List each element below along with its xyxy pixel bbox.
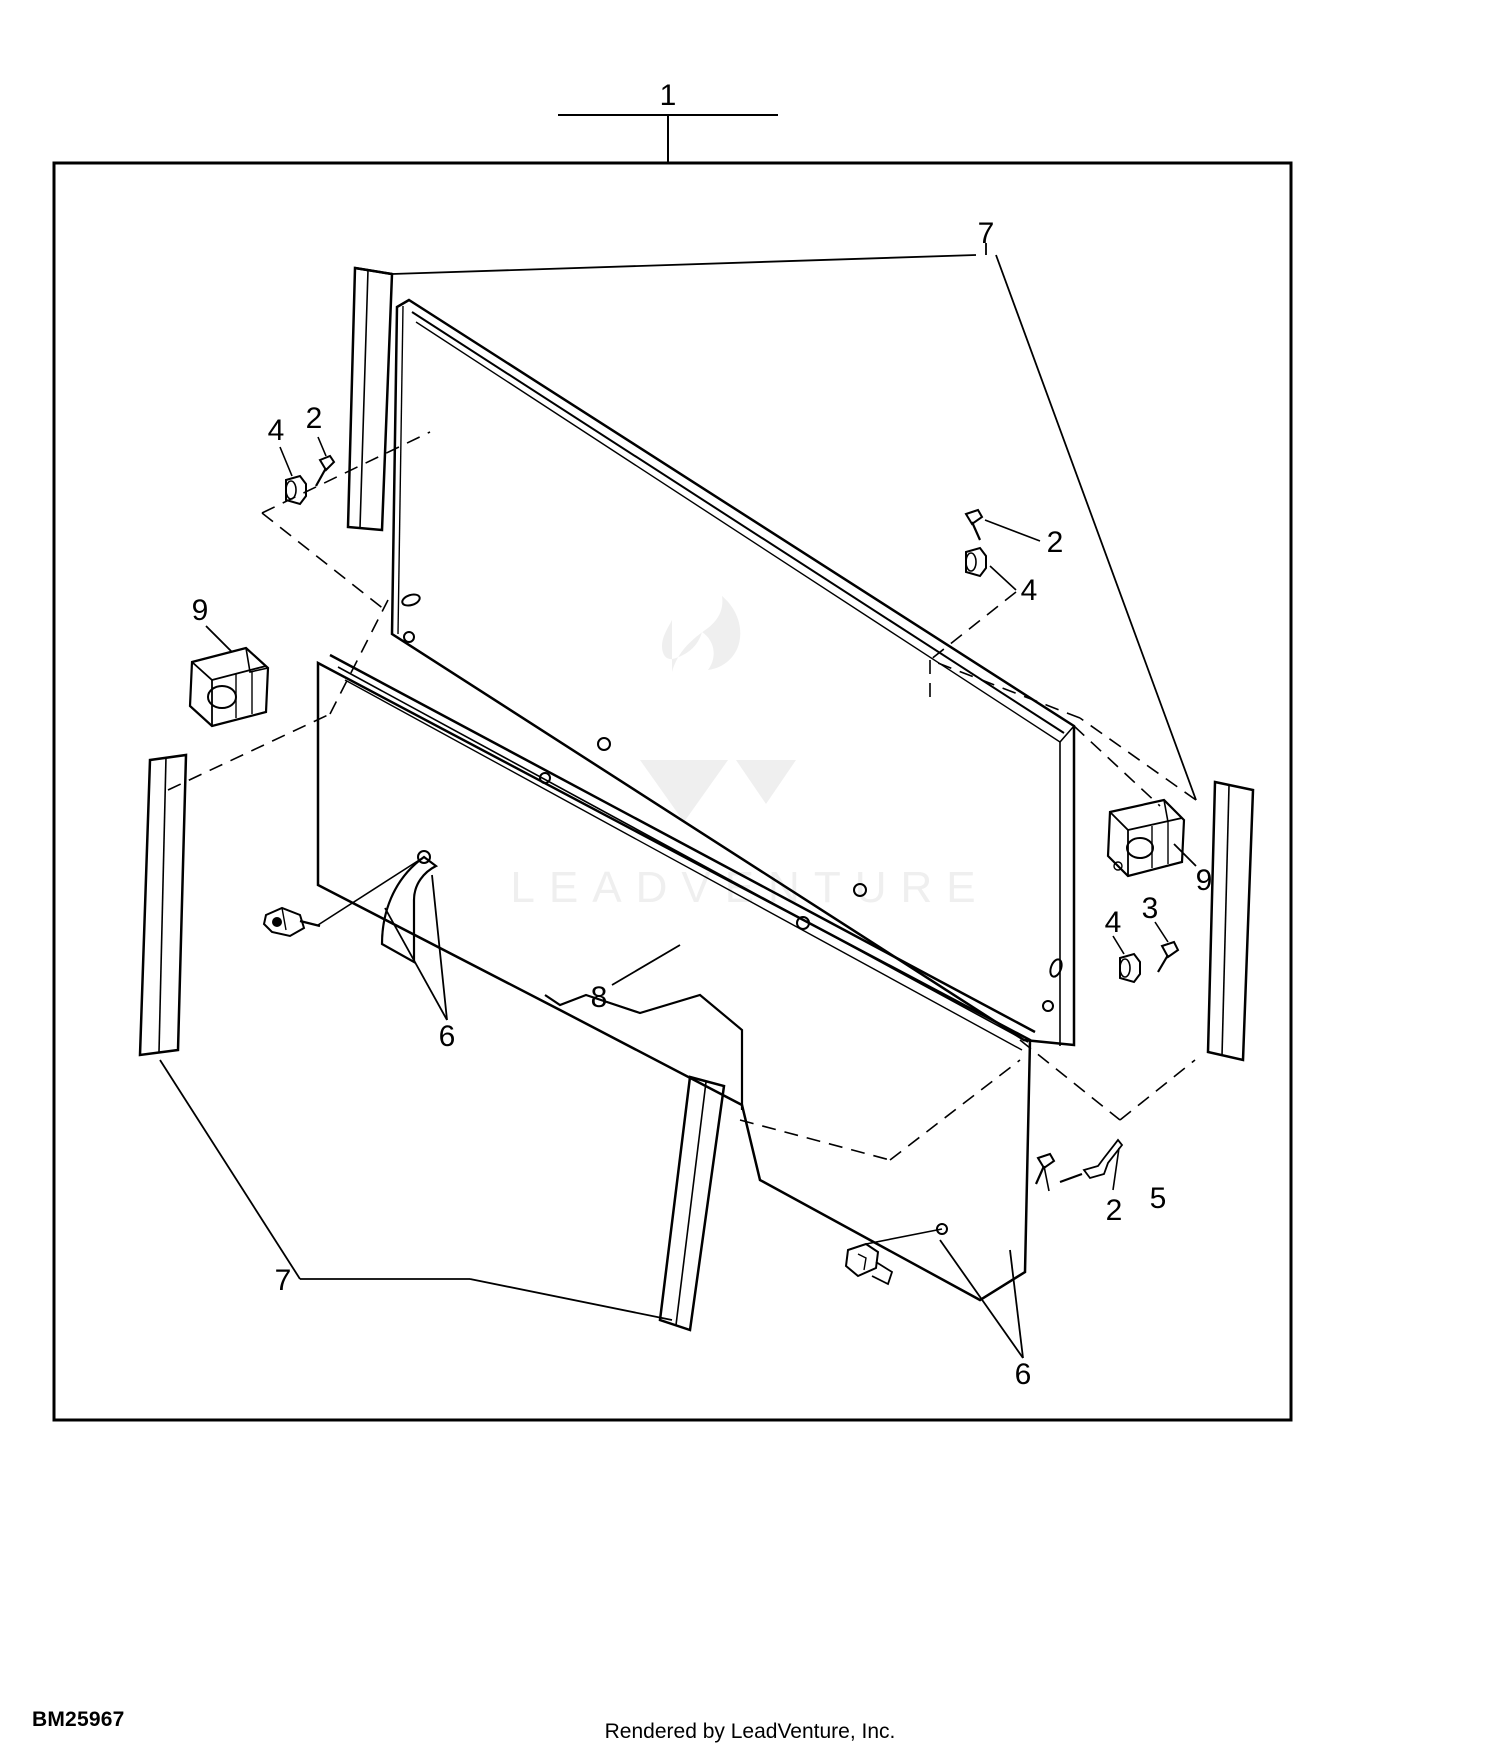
callout-labels: 1 7 4 2 2 4 9 9 4 3 6 8 2 5 7 6 — [192, 79, 1213, 1391]
callout-3: 3 — [1142, 892, 1159, 925]
part-left-lower-seal — [138, 753, 188, 1057]
callout-6-bottom: 6 — [1015, 1358, 1032, 1391]
assembly-dashed-lines — [167, 431, 1197, 1161]
callout-5: 5 — [1150, 1182, 1167, 1215]
callout-4-upper-right: 4 — [1021, 574, 1038, 607]
part-fastener-right-mid — [1112, 921, 1180, 984]
part-hinge-upper-left — [188, 646, 270, 728]
callout-8: 8 — [591, 981, 608, 1014]
part-number-label: BM25967 — [32, 1708, 125, 1731]
callout-leaders — [159, 243, 1197, 1359]
callout-2-upper-left: 2 — [306, 402, 323, 435]
part-upper-left-seal — [346, 266, 394, 532]
part-upper-glass — [390, 298, 1076, 1047]
part-fastener-upper-left — [279, 436, 336, 506]
part-right-lower-seal — [1206, 780, 1255, 1062]
part-fastener-bottom-right — [1034, 1138, 1124, 1192]
callout-2-upper-right: 2 — [1047, 526, 1064, 559]
callout-4-upper-left: 4 — [268, 414, 285, 447]
callout-2-bottom: 2 — [1106, 1194, 1123, 1227]
part-latch-left — [262, 856, 425, 938]
part-latch-bottom — [844, 1228, 943, 1286]
callout-9-left: 9 — [192, 594, 209, 627]
part-bottom-seal — [658, 1075, 726, 1332]
watermark: LEADVENTURE — [510, 596, 989, 912]
callout-6-left: 6 — [439, 1020, 456, 1053]
part-lower-panel-contour — [380, 855, 744, 1110]
callout-7-upper: 7 — [978, 217, 995, 250]
part-lower-door-panel — [316, 653, 1036, 1302]
rendered-by-label: Rendered by LeadVenture, Inc. — [604, 1720, 896, 1743]
watermark-text: LEADVENTURE — [510, 863, 989, 912]
callout-9-right: 9 — [1196, 864, 1213, 897]
part-fastener-upper-right — [964, 508, 1041, 591]
callout-4-right: 4 — [1105, 906, 1122, 939]
part-hinge-lower-right — [1106, 798, 1186, 878]
diagram-border — [52, 161, 1293, 1422]
callout-7-lower: 7 — [275, 1264, 292, 1297]
callout-1: 1 — [660, 79, 677, 112]
